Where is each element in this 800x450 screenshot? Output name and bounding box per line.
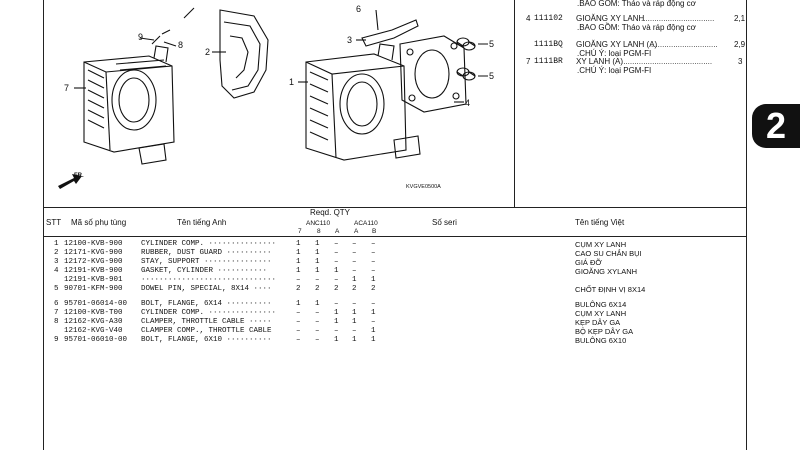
panel-divider — [514, 0, 515, 207]
cylinder-block-right — [305, 43, 421, 161]
svg-text:FR.: FR. — [74, 173, 84, 179]
header-serial: Số seri — [432, 218, 457, 227]
ref-note-2: .CHÚ Ý: loại PGM-FI — [577, 49, 652, 58]
header-name-en: Tên tiếng Anh — [177, 218, 227, 227]
ref-part-no: 1111BQ — [534, 40, 563, 49]
section-tab-badge: 2 — [752, 104, 800, 148]
dowel-pins — [456, 37, 476, 81]
callout-5a: 5 — [489, 39, 494, 49]
callout-4: 4 — [465, 98, 470, 108]
callout-2: 2 — [205, 47, 210, 57]
header-part-no: Mã số phụ tùng — [71, 218, 127, 227]
cylinder-gasket — [399, 35, 467, 113]
ref-top-note: .BAO GỒM: Tháo và ráp động cơ — [577, 0, 696, 8]
table-header-border — [44, 236, 746, 237]
ref-stt: 4 — [526, 14, 531, 23]
section-number: 2 — [766, 105, 787, 146]
parts-page: 9 8 7 2 6 3 1 5 5 4 FR. KVGVE0500A .BAO … — [43, 0, 747, 450]
callout-1: 1 — [289, 77, 294, 87]
header-stt: STT — [46, 218, 62, 227]
ref-name: GIOĂNG XY LANH (A) — [576, 40, 658, 49]
exploded-parts-diagram: 9 8 7 2 6 3 1 5 5 4 FR. KVGVE0500A — [58, 4, 494, 190]
header-sub-b: B — [372, 228, 377, 235]
table-top-border — [44, 207, 746, 208]
callout-6: 6 — [356, 4, 361, 14]
ref-line-1: 4 111102 GIOĂNG XY LANH ................… — [526, 14, 746, 23]
header-group-anc110: ANC110 — [306, 220, 331, 227]
header-sub-a1: A — [335, 228, 340, 235]
ref-note-3: .CHÚ Ý: loại PGM-FI — [577, 66, 652, 75]
ref-stt: 7 — [526, 57, 531, 66]
callout-9: 9 — [138, 32, 143, 42]
diagram-code: KVGVE0500A — [406, 184, 441, 190]
callout-5b: 5 — [489, 71, 494, 81]
ref-name: XY LANH (A) — [576, 57, 623, 66]
ref-part-no: 1111BR — [534, 57, 563, 66]
header-sub-a2: A — [354, 228, 359, 235]
front-arrow-icon: FR. — [58, 173, 84, 189]
rubber-dust-guard — [219, 9, 269, 99]
stay-support — [361, 19, 419, 47]
ref-note-1: .BAO GỒM: Tháo và ráp động cơ — [577, 23, 696, 32]
ref-name: GIOĂNG XY LANH — [576, 14, 645, 23]
header-reqd-qty: Reqd. QTY — [310, 208, 351, 217]
cylinder-block-left — [83, 45, 175, 165]
ref-qty: 2,1 — [734, 14, 746, 23]
header-group-aca110: ACA110 — [354, 220, 378, 227]
callout-3: 3 — [347, 35, 352, 45]
ref-qty: 2,9 — [734, 40, 746, 49]
ref-line-3: 7 1111BR XY LANH (A) ...................… — [526, 57, 743, 66]
callout-8: 8 — [178, 40, 183, 50]
header-sub-8: 8 — [317, 228, 321, 235]
header-name-vi: Tên tiếng Việt — [575, 218, 625, 227]
header-sub-7: 7 — [298, 228, 302, 235]
ref-qty: 3 — [738, 57, 743, 66]
callout-7: 7 — [64, 83, 69, 93]
ref-part-no: 111102 — [534, 14, 563, 23]
